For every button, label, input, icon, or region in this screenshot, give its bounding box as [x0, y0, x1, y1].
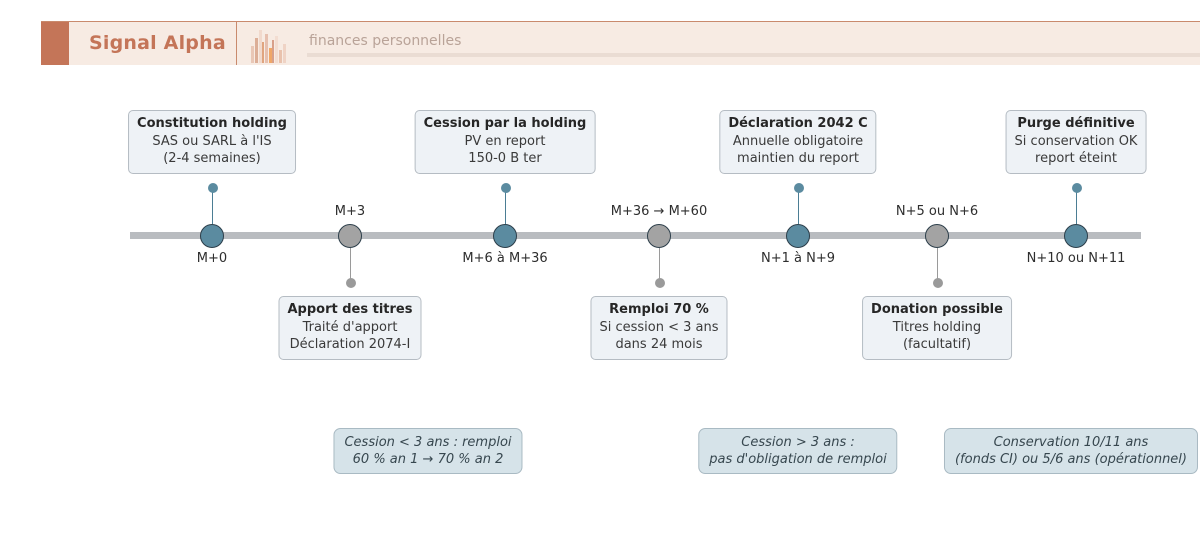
milestone-stem — [212, 188, 213, 224]
rule-note: Conservation 10/11 ans (fonds CI) ou 5/6 … — [943, 428, 1198, 474]
brand-divider — [236, 22, 237, 65]
milestone-card-title: Remploi 70 % — [609, 302, 709, 317]
milestone-card-line: report éteint — [1035, 151, 1117, 166]
milestone-card-line: Traité d'apport — [302, 320, 398, 335]
milestone-stem-dot — [1072, 183, 1082, 193]
rule-note-line: 60 % an 1 → 70 % an 2 — [352, 452, 504, 467]
milestone-stem-dot — [346, 278, 356, 288]
milestone-card-line: maintien du report — [737, 151, 859, 166]
rule-note-line: Cession > 3 ans : — [741, 435, 855, 450]
milestone-card-line: dans 24 mois — [615, 337, 703, 352]
milestone-card: Remploi 70 % Si cession < 3 ans dans 24 mo… — [590, 296, 728, 360]
milestone-node — [925, 224, 949, 248]
milestone-label: M+36 → M+60 — [610, 204, 708, 219]
milestone-node — [200, 224, 224, 248]
milestone-stem — [1076, 188, 1077, 224]
milestone-label: M+3 — [334, 204, 366, 219]
milestone-card-title: Constitution holding — [137, 116, 287, 131]
rule-note-line: Cession < 3 ans : remploi — [344, 435, 512, 450]
milestone-label: M+6 à M+36 — [462, 251, 548, 266]
milestone-stem-dot — [933, 278, 943, 288]
milestone-stem-dot — [794, 183, 804, 193]
milestone-card-title: Cession par la holding — [423, 116, 587, 131]
rule-note: Cession < 3 ans : remploi 60 % an 1 → 70 … — [333, 428, 523, 474]
header-bar: Signal Alpha finances personnelles — [41, 21, 1200, 65]
page-subtitle: finances personnelles — [309, 33, 462, 49]
milestone-node — [1064, 224, 1088, 248]
milestone-card-title: Apport des titres — [287, 302, 413, 317]
milestone-stem — [350, 248, 351, 282]
milestone-card-title: Déclaration 2042 C — [728, 116, 868, 131]
milestone-stem — [798, 188, 799, 224]
bar-chart-logo-icon — [251, 30, 286, 63]
milestone-card-line: 150-0 B ter — [468, 151, 542, 166]
milestone-card-title: Donation possible — [871, 302, 1003, 317]
milestone-stem-dot — [501, 183, 511, 193]
brand-swatch — [41, 22, 69, 65]
milestone-card-line: Annuelle obligatoire — [732, 134, 864, 149]
milestone-card-line: Si cession < 3 ans — [599, 320, 719, 335]
rule-note-line: pas d'obligation de remploi — [709, 452, 887, 467]
milestone-node — [786, 224, 810, 248]
milestone-card-line: (2-4 semaines) — [163, 151, 261, 166]
milestone-node — [647, 224, 671, 248]
rule-note-line: (fonds CI) ou 5/6 ans (opérationnel) — [954, 452, 1187, 467]
milestone-stem-dot — [208, 183, 218, 193]
milestone-label: M+0 — [196, 251, 228, 266]
milestone-label: N+5 ou N+6 — [895, 204, 979, 219]
milestone-card-line: Déclaration 2074-I — [289, 337, 411, 352]
milestone-card-line: Titres holding — [892, 320, 982, 335]
milestone-card: Cession par la holding PV en report 150-0 … — [414, 110, 596, 174]
milestone-node — [493, 224, 517, 248]
milestone-stem — [505, 188, 506, 224]
subtitle-underline — [307, 53, 1200, 57]
milestone-card-line: PV en report — [464, 134, 546, 149]
milestone-card-title: Purge définitive — [1017, 116, 1135, 131]
milestone-stem — [659, 248, 660, 282]
milestone-card: Purge définitive Si conservation OK report… — [1005, 110, 1147, 174]
milestone-card-line: Si conservation OK — [1014, 134, 1138, 149]
timeline-axis — [130, 232, 1141, 239]
milestone-stem — [937, 248, 938, 282]
rule-note-line: Conservation 10/11 ans — [993, 435, 1149, 450]
milestone-label: N+10 ou N+11 — [1026, 251, 1126, 266]
brand-name: Signal Alpha — [89, 32, 226, 54]
milestone-card-line: SAS ou SARL à l'IS — [152, 134, 272, 149]
rule-note: Cession > 3 ans : pas d'obligation de rem… — [698, 428, 898, 474]
milestone-node — [338, 224, 362, 248]
milestone-label: N+1 à N+9 — [760, 251, 836, 266]
milestone-card-line: (facultatif) — [902, 337, 972, 352]
milestone-card: Déclaration 2042 C Annuelle obligatoire ma… — [719, 110, 877, 174]
milestone-stem-dot — [655, 278, 665, 288]
